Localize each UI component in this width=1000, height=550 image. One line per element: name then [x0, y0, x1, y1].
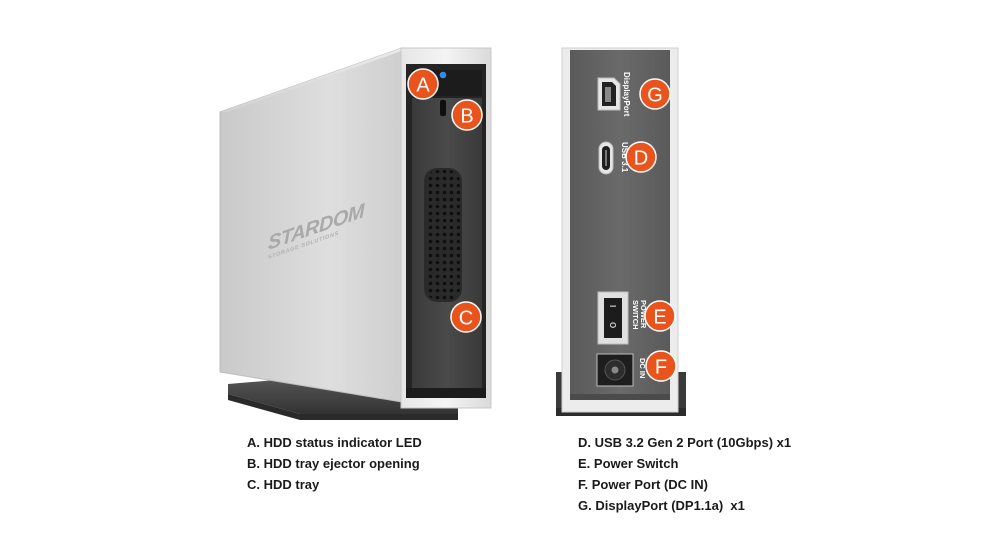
- power-switch-label-line1: POWER: [639, 300, 648, 329]
- usb-c-port: [598, 141, 614, 175]
- callout-f-letter: F: [655, 357, 667, 379]
- usb-label: USB 3.1: [620, 142, 629, 173]
- legend-item-b: B. HDD tray ejector opening: [247, 456, 420, 471]
- displayport-port: [597, 77, 621, 111]
- callout-b-letter: B: [460, 106, 473, 128]
- chassis-top: [220, 48, 410, 112]
- legend-rear: D. USB 3.2 Gen 2 Port (10Gbps) x1 E. Pow…: [578, 432, 791, 516]
- dc-in-label: DC IN: [638, 358, 647, 378]
- tray-ejector-opening: [440, 100, 446, 116]
- legend-item-f: F. Power Port (DC IN): [578, 477, 709, 492]
- callout-f: F: [645, 350, 677, 382]
- power-switch-label-line2: SWITCH: [631, 300, 640, 330]
- callout-g-letter: G: [647, 85, 663, 107]
- callout-d: D: [625, 141, 657, 173]
- callout-b: B: [451, 99, 483, 131]
- power-switch: I O: [597, 291, 629, 345]
- dc-in-port: [596, 353, 634, 387]
- legend-item-a: A. HDD status indicator LED: [247, 435, 422, 450]
- callout-e-letter: E: [653, 307, 666, 329]
- callout-a-letter: A: [416, 75, 430, 97]
- switch-on-mark: I: [608, 305, 617, 307]
- legend-front: A. HDD status indicator LED B. HDD tray …: [247, 432, 422, 495]
- displayport-label: DisplayPort: [622, 72, 631, 117]
- front-unit: STARDOM STORAGE SOLUTIONS: [219, 47, 492, 420]
- hdd-status-led: [439, 71, 447, 79]
- legend-item-g: G. DisplayPort (DP1.1a) x1: [578, 498, 745, 513]
- legend-item-d: D. USB 3.2 Gen 2 Port (10Gbps) x1: [578, 435, 792, 450]
- callout-a: A: [407, 68, 439, 100]
- legend-item-c: C. HDD tray: [247, 477, 320, 492]
- callout-g: G: [639, 78, 671, 110]
- callouts: A B C G D E F: [407, 68, 677, 382]
- legend-item-e: E. Power Switch: [578, 456, 679, 471]
- callout-c-letter: C: [459, 308, 473, 330]
- switch-off-mark: O: [608, 322, 617, 328]
- callout-d-letter: D: [634, 148, 648, 170]
- callout-c: C: [450, 301, 482, 333]
- callout-e: E: [644, 300, 676, 332]
